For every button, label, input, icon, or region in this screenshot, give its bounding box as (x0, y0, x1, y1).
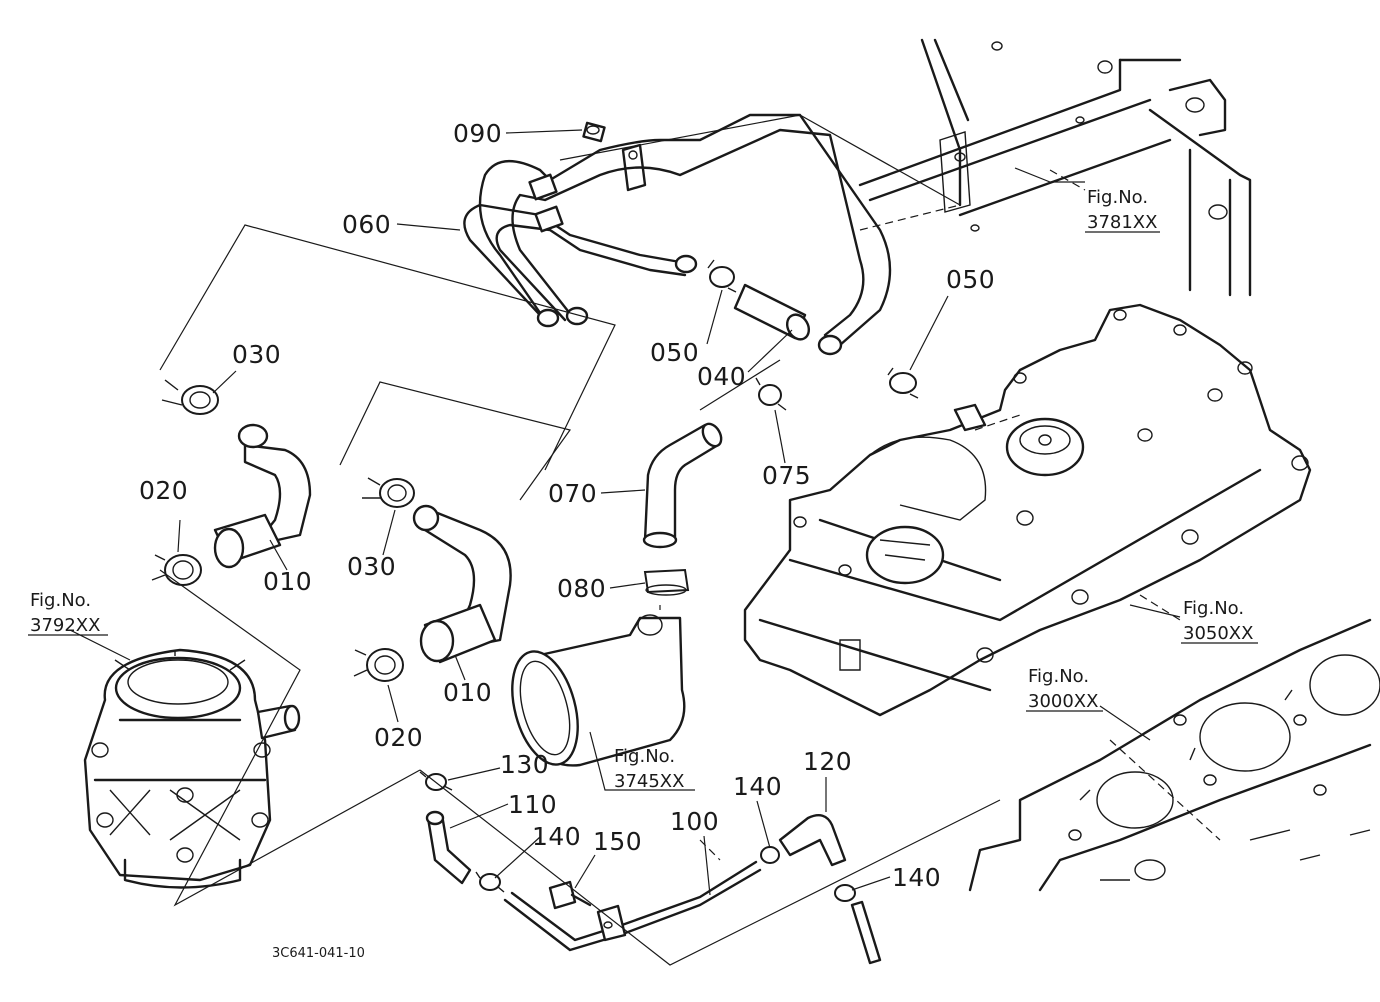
hose-070-drawing (642, 422, 723, 549)
figure-references: Fig.No. 3781XX Fig.No. 3792XX Fig.No. 30… (28, 187, 1258, 792)
head-cover-3050-drawing (743, 303, 1312, 717)
label-080: 080 (557, 574, 606, 603)
fig-3000-number: 3000XX (1028, 691, 1098, 712)
label-010-lower: 010 (443, 678, 492, 707)
pipe-100-drawing (503, 860, 762, 952)
fig-3781-caption: Fig.No. (1087, 187, 1148, 208)
fig-3050-number: 3050XX (1183, 623, 1253, 644)
label-075: 075 (762, 461, 811, 490)
label-050-right: 050 (946, 265, 995, 294)
label-010-upper: 010 (263, 567, 312, 596)
label-150: 150 (593, 827, 642, 856)
fig-3792-number: 3792XX (30, 615, 100, 636)
hose-110-drawing (425, 810, 472, 885)
part-labels: 090 060 030 050 040 050 020 070 075 030 … (139, 119, 995, 892)
label-040: 040 (697, 362, 746, 391)
label-140-mid: 140 (733, 772, 782, 801)
hose-060-drawing (463, 113, 892, 356)
clamp-050-upper-drawing (707, 259, 737, 293)
fig-3781-number: 3781XX (1087, 212, 1157, 233)
leader-lines (69, 129, 1181, 896)
breather-3792-drawing (83, 648, 301, 889)
drawing-code: 3C641-041-10 (272, 946, 365, 961)
label-020-upper: 020 (139, 476, 188, 505)
reference-lines (659, 169, 1221, 861)
label-070: 070 (548, 479, 597, 508)
label-060: 060 (342, 210, 391, 239)
fig-3050-caption: Fig.No. (1183, 598, 1244, 619)
clamp-050-right-drawing (887, 367, 919, 399)
label-120: 120 (803, 747, 852, 776)
label-110: 110 (508, 790, 557, 819)
group-brackets (159, 114, 1001, 966)
label-130: 130 (500, 750, 549, 779)
cylinder-head-3000-drawing (968, 618, 1380, 892)
label-140-left: 140 (532, 822, 581, 851)
clamp-130-drawing (419, 771, 453, 791)
clamp-030-lower-drawing (362, 477, 415, 508)
label-050-upper: 050 (650, 338, 699, 367)
label-020-lower: 020 (374, 723, 423, 752)
label-140-right: 140 (892, 863, 941, 892)
hose-120-drawing (778, 814, 847, 867)
elbow-3745-drawing (511, 614, 686, 767)
bolt-150-drawing (548, 880, 592, 910)
frame-bracket-drawing (858, 38, 1252, 297)
clamp-020-lower-drawing (353, 648, 404, 682)
clamp-140-left-drawing (475, 871, 505, 893)
bolt-090-drawing (582, 121, 647, 192)
hose-040-drawing (733, 283, 811, 341)
label-030-lower: 030 (347, 552, 396, 581)
clamp-020-upper-drawing (151, 554, 202, 586)
hose-010-upper-drawing (213, 423, 312, 569)
hose-010-lower-drawing (412, 504, 512, 664)
fig-3792-caption: Fig.No. (30, 590, 91, 611)
clamp-080-drawing (643, 568, 690, 596)
fig-3745-number: 3745XX (614, 771, 684, 792)
clamp-030-upper-drawing (161, 379, 219, 415)
fig-3000-caption: Fig.No. (1028, 666, 1089, 687)
label-030-upper: 030 (232, 340, 281, 369)
label-100: 100 (670, 807, 719, 836)
clamp-140-mid-drawing (760, 846, 780, 864)
clamp-140-right-drawing (834, 884, 882, 965)
fig-3745-caption: Fig.No. (614, 746, 675, 767)
clamp-075-drawing (755, 377, 787, 411)
label-090: 090 (453, 119, 502, 148)
